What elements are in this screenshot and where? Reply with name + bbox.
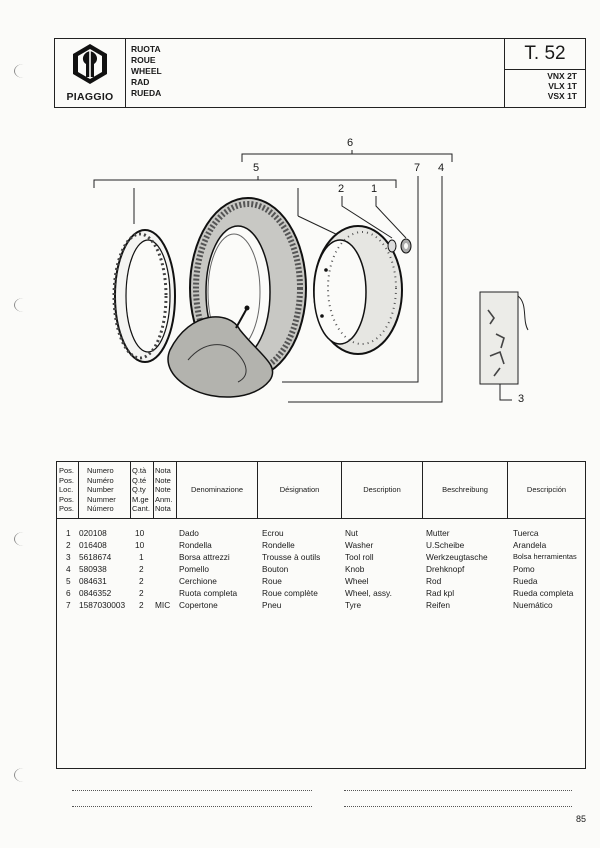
- col-header-pos: Pos.Pos.Loc.Pos.Pos.: [59, 466, 75, 513]
- callout-7: 7: [414, 162, 421, 174]
- note-line: [72, 806, 312, 807]
- col-header-beschreibung: Beschreibung: [442, 485, 488, 495]
- table-number: T. 52: [524, 43, 566, 64]
- col-header-designation: Désignation: [279, 485, 320, 495]
- tool-roll: [479, 291, 529, 385]
- callout-2: 2: [338, 183, 345, 195]
- model: VSX 1T: [547, 91, 577, 101]
- title-it: RUOTA: [131, 44, 161, 54]
- title-es: RUEDA: [131, 88, 162, 98]
- left-rim-half: [112, 229, 176, 363]
- bracket-6: [241, 153, 453, 162]
- title-en: WHEEL: [131, 66, 162, 76]
- col-header-description: Description: [363, 485, 401, 495]
- note-line: [344, 790, 572, 791]
- section-titles: RUOTA ROUE WHEEL RAD RUEDA: [131, 44, 162, 99]
- binder-hole: [14, 768, 33, 782]
- inner-tube: [167, 305, 274, 398]
- note-line: [72, 790, 312, 791]
- title-de: RAD: [131, 77, 150, 87]
- binder-hole: [14, 532, 33, 546]
- callout-3: 3: [518, 393, 525, 405]
- callout-6: 6: [347, 137, 354, 149]
- bracket-5: [93, 179, 397, 188]
- right-rim-half: [313, 225, 403, 355]
- leader-2: [341, 196, 393, 239]
- leader-3: [499, 382, 512, 401]
- binder-hole: [14, 298, 33, 312]
- binder-hole: [14, 64, 33, 78]
- model-list: VNX 2T VLX 1T VSX 1T: [547, 71, 577, 101]
- table-number-box: T. 52 VNX 2T VLX 1T VSX 1T: [504, 39, 585, 107]
- callout-4: 4: [438, 162, 445, 174]
- model: VLX 1T: [548, 81, 577, 91]
- leader-1: [375, 196, 407, 239]
- leader-4: [288, 176, 443, 403]
- callout-5: 5: [253, 162, 260, 174]
- title-block: PIAGGIO RUOTA ROUE WHEEL RAD RUEDA T. 52…: [54, 38, 586, 108]
- leader-7: [282, 176, 419, 383]
- brand-name: PIAGGIO: [66, 91, 114, 103]
- note-line: [344, 806, 572, 807]
- callout-1: 1: [371, 183, 378, 195]
- model: VNX 2T: [547, 71, 577, 81]
- piaggio-logo: PIAGGIO: [55, 39, 126, 107]
- col-header-descripcion: Descripción: [526, 485, 567, 495]
- exploded-wheel-diagram: [93, 150, 529, 403]
- piaggio-hexagon-icon: [73, 44, 107, 84]
- title-fr: ROUE: [131, 55, 156, 65]
- page-number: 85: [575, 814, 586, 824]
- washer-and-nut: [387, 238, 412, 254]
- col-header-denominazione: Denominazione: [190, 485, 244, 495]
